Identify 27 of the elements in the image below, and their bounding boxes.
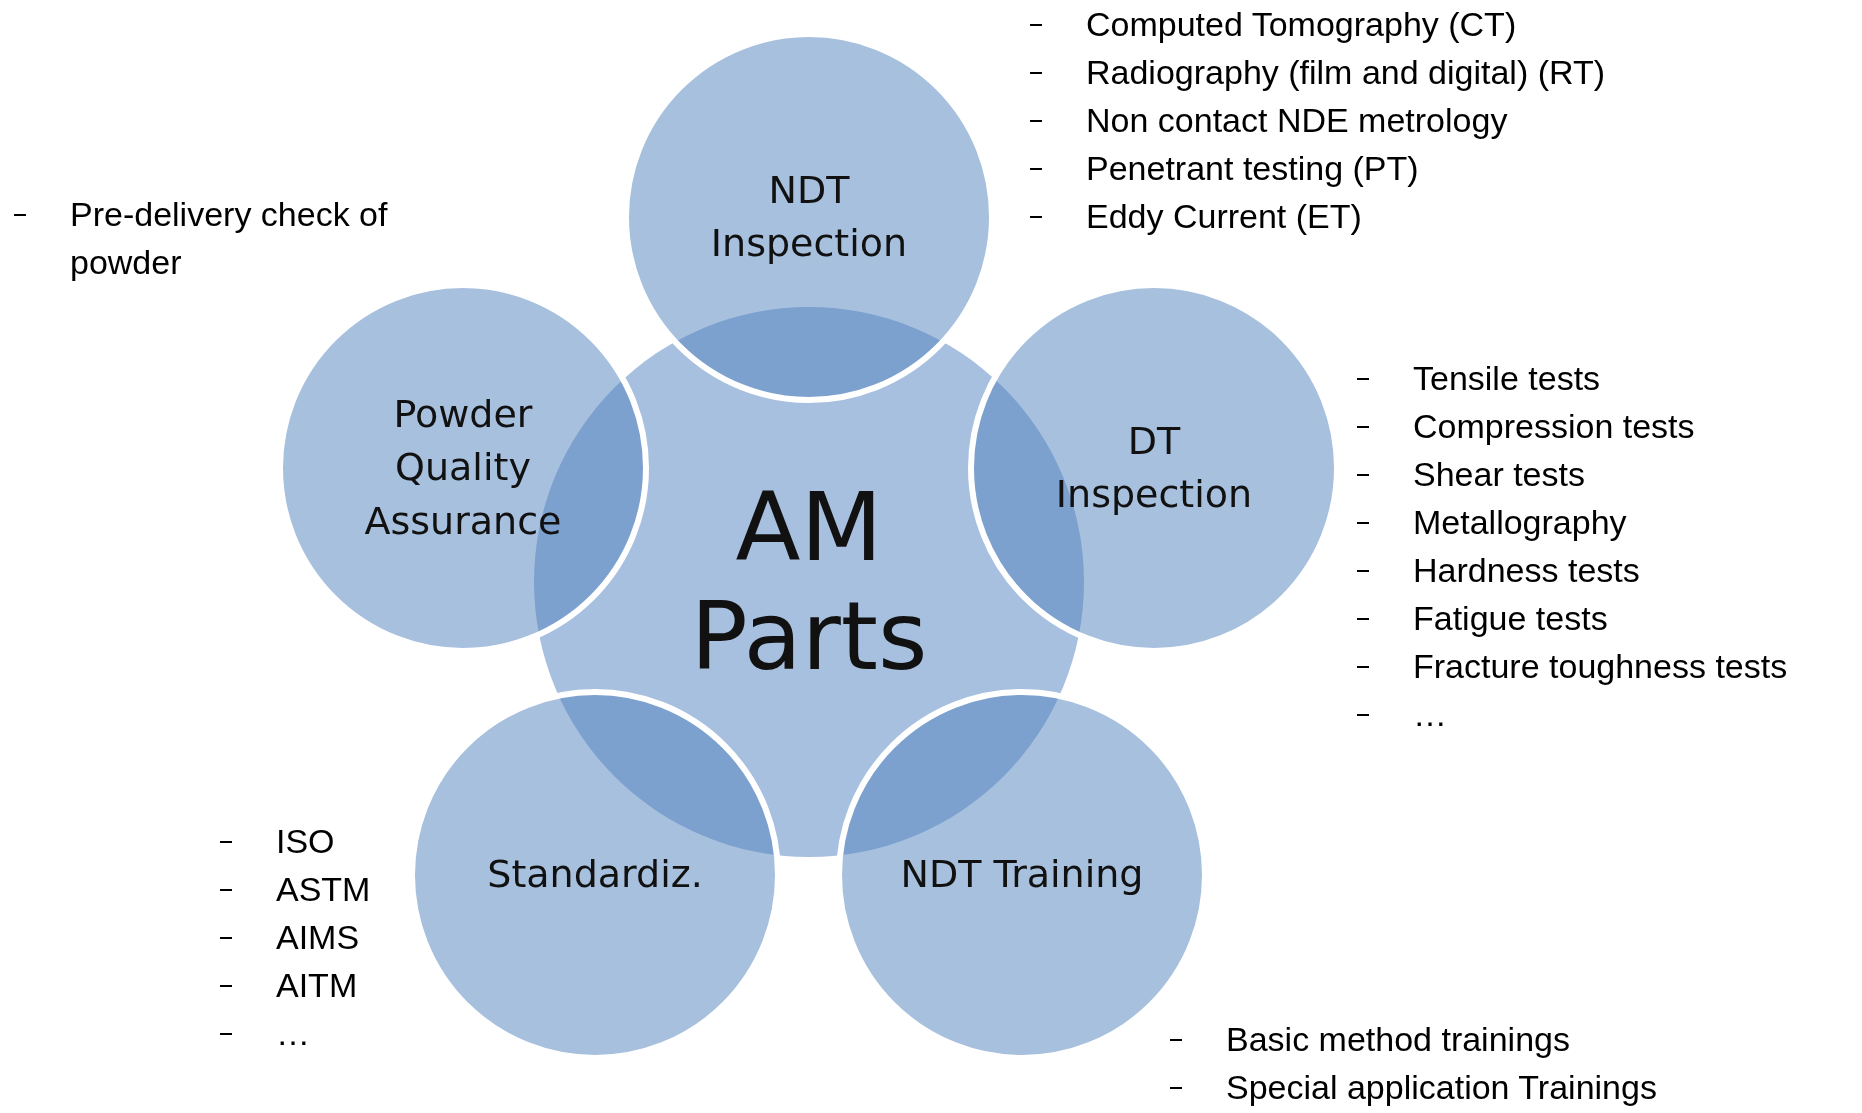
list-item: Tensile tests	[1413, 359, 1601, 397]
list-item: …	[276, 1014, 310, 1052]
topic-label: Standardiz.	[486, 851, 704, 899]
list-item: ISO	[276, 822, 335, 860]
list-item: Non contact NDE metrology	[1086, 101, 1508, 139]
topic-label: DT Inspection	[1054, 417, 1254, 518]
list-item: Fatigue tests	[1413, 599, 1608, 637]
list-item: Pre-delivery check of powder	[70, 195, 388, 281]
list-item: Eddy Current (ET)	[1086, 197, 1362, 235]
list-item: Special application Trainings	[1226, 1068, 1657, 1106]
list-item: Computed Tomography (CT)	[1086, 5, 1517, 43]
list-item: AITM	[276, 966, 358, 1004]
list-item: Metallography	[1413, 503, 1627, 541]
list-item: Fracture toughness tests	[1413, 647, 1788, 685]
topic-label: NDT Training	[899, 851, 1145, 899]
list-item: ASTM	[276, 870, 371, 908]
list-item: AIMS	[276, 918, 360, 956]
list-item: Radiography (film and digital) (RT)	[1086, 53, 1605, 91]
list-item: …	[1413, 695, 1447, 733]
list-item: Shear tests	[1413, 455, 1585, 493]
list-item: Compression tests	[1413, 407, 1695, 445]
list-item: Penetrant testing (PT)	[1086, 149, 1419, 187]
list-item: Basic method trainings	[1226, 1020, 1570, 1058]
center-title: AM Parts	[689, 472, 929, 692]
topic-label: NDT Inspection	[709, 166, 909, 267]
list-item: Hardness tests	[1413, 551, 1640, 589]
topic-label: Powder Quality Assurance	[363, 391, 563, 545]
